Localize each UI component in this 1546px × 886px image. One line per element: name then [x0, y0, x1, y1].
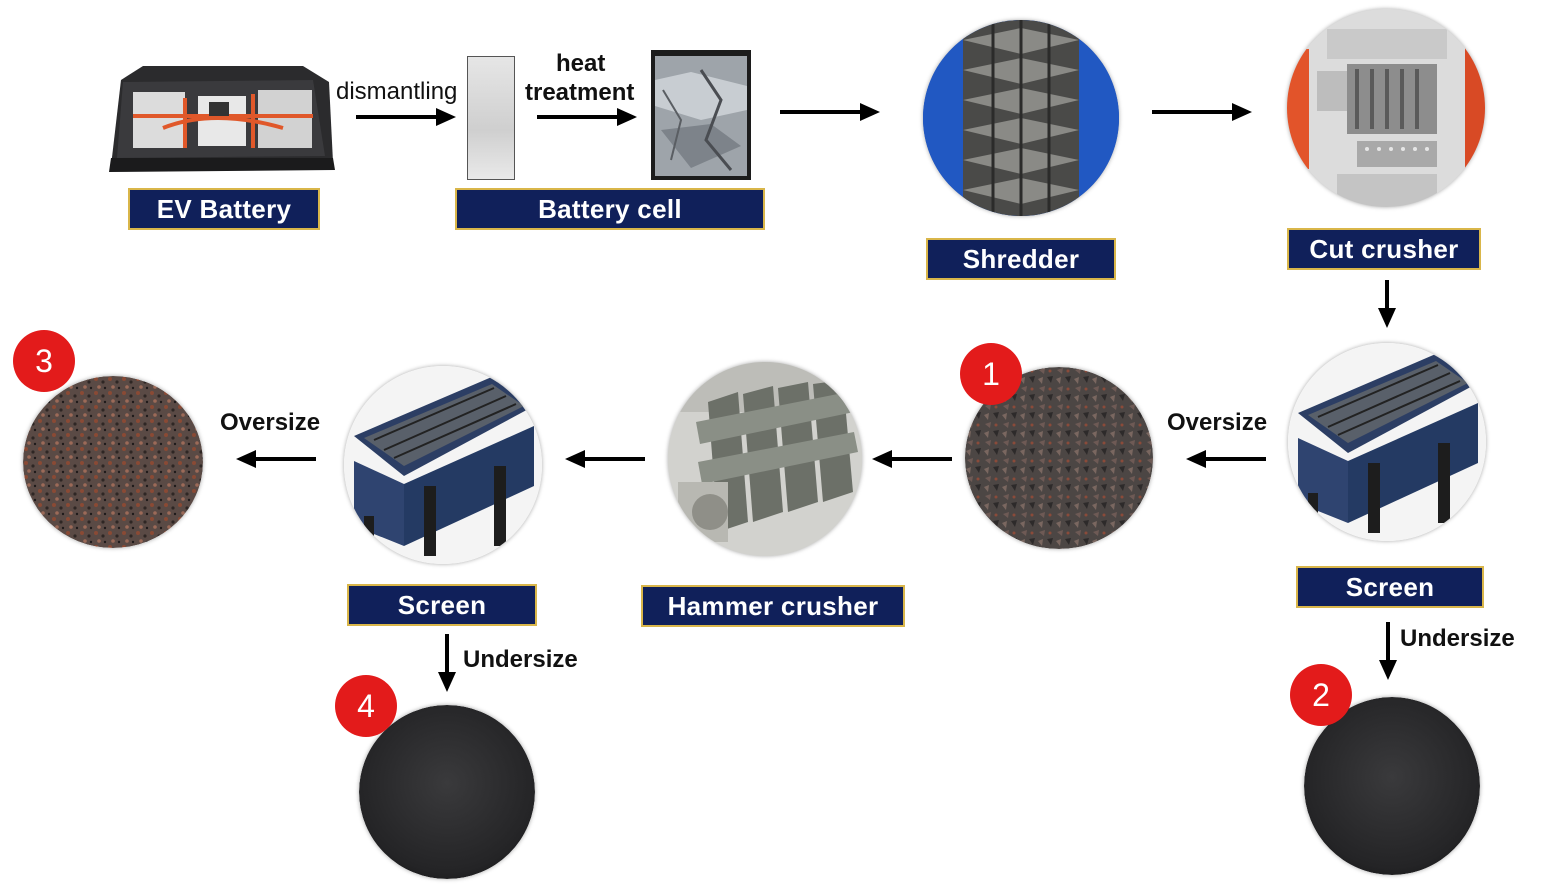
heat-treatment-line2: treatment	[525, 79, 635, 106]
left-screen-image	[344, 366, 542, 564]
cut-crusher-label: Cut crusher	[1287, 228, 1481, 270]
badge-product-1: 1	[960, 343, 1022, 405]
heat-treatment-line1: heat	[556, 50, 606, 77]
product-1-flakes-image	[965, 367, 1153, 549]
badge-product-4: 4	[335, 675, 397, 737]
badge-product-3: 3	[13, 330, 75, 392]
arrow-to-hammer-crusher	[872, 450, 952, 468]
left-undersize-label: Undersize	[463, 646, 578, 673]
dismantling-label: dismantling	[336, 78, 458, 105]
ev-battery-image	[103, 58, 339, 176]
arrow-to-left-screen	[565, 450, 645, 468]
arrow-to-cut-crusher	[1152, 103, 1252, 121]
left-oversize-arrow	[236, 450, 316, 468]
heat-treated-cell-image	[651, 50, 751, 180]
cut-crusher-image	[1287, 9, 1485, 207]
arrow-to-shredder	[780, 103, 880, 121]
battery-cell-pouch-image	[467, 56, 515, 180]
badge-product-2: 2	[1290, 664, 1352, 726]
shredder-label: Shredder	[926, 238, 1116, 280]
dismantling-arrow	[356, 108, 456, 126]
left-oversize-label: Oversize	[220, 409, 321, 436]
left-screen-label: Screen	[347, 584, 537, 626]
shredder-image	[923, 20, 1119, 216]
ev-battery-label: EV Battery	[128, 188, 320, 230]
right-undersize-arrow	[1379, 622, 1397, 680]
right-oversize-label: Oversize	[1167, 409, 1268, 436]
heat-treatment-arrow	[537, 108, 637, 126]
right-screen-image	[1288, 343, 1486, 541]
battery-cell-label: Battery cell	[455, 188, 765, 230]
left-undersize-arrow	[438, 634, 456, 692]
product-2-powder-image	[1304, 697, 1480, 875]
hammer-crusher-label: Hammer crusher	[641, 585, 905, 627]
product-3-granules-image	[23, 376, 203, 548]
right-screen-label: Screen	[1296, 566, 1484, 608]
right-undersize-label: Undersize	[1400, 625, 1515, 652]
product-4-powder-image	[359, 705, 535, 879]
arrow-to-right-screen	[1378, 280, 1396, 328]
hammer-crusher-image	[668, 362, 862, 556]
right-oversize-arrow	[1186, 450, 1266, 468]
